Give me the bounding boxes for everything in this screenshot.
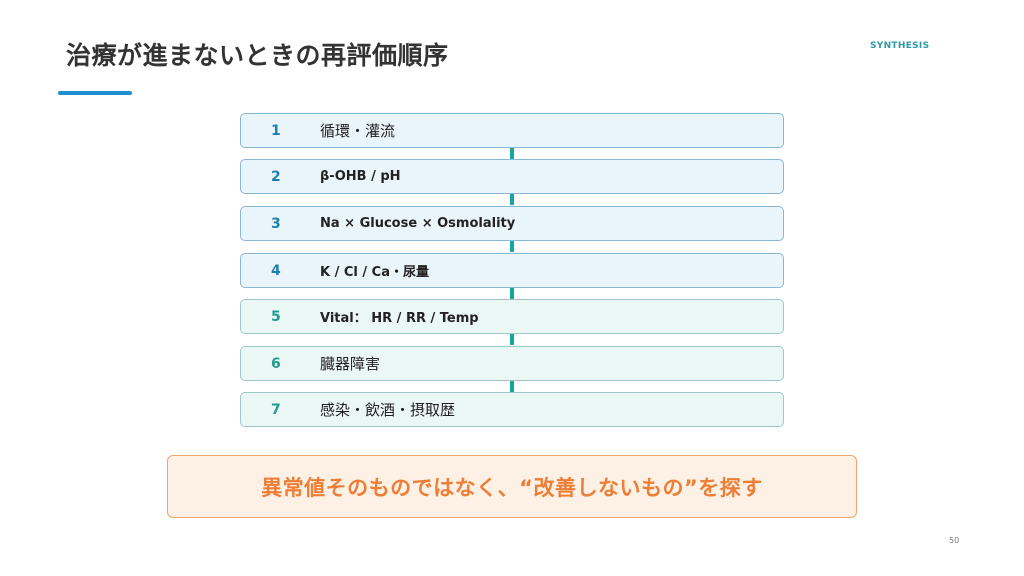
- page-title: 治療が進まないときの再評価順序: [66, 41, 449, 70]
- step-connector: [510, 288, 514, 299]
- step-label: Vital： HR / RR / Temp: [320, 311, 479, 326]
- step-connector: [510, 241, 514, 252]
- step-number: 5: [271, 308, 281, 325]
- step-number: 7: [271, 401, 281, 418]
- step-row-6: 6 臓器障害: [240, 346, 784, 381]
- step-connector: [510, 194, 514, 205]
- step-connector: [510, 148, 514, 159]
- step-label: 循環・灌流: [320, 122, 396, 140]
- step-label: K / Cl / Ca・尿量: [320, 265, 429, 280]
- step-number: 4: [271, 262, 281, 279]
- step-connector: [510, 381, 514, 392]
- key-insight-text: 異常値そのものではなく、“改善しないもの”を探す: [261, 475, 763, 500]
- page-number: 50: [949, 536, 960, 545]
- step-row-4: 4 K / Cl / Ca・尿量: [240, 253, 784, 288]
- step-number: 2: [271, 168, 281, 185]
- step-label: 臓器障害: [320, 355, 381, 373]
- step-connector: [510, 334, 514, 345]
- step-row-2: 2 β-OHB / pH: [240, 159, 784, 194]
- title-underline: [58, 91, 132, 95]
- section-tag: SYNTHESIS: [870, 41, 930, 51]
- step-label: Na × Glucose × Osmolality: [320, 216, 516, 231]
- step-row-7: 7 感染・飲酒・摂取歴: [240, 392, 784, 427]
- step-number: 6: [271, 355, 281, 372]
- step-row-5: 5 Vital： HR / RR / Temp: [240, 299, 784, 334]
- step-number: 1: [271, 122, 281, 139]
- key-insight-callout: 異常値そのものではなく、“改善しないもの”を探す: [167, 455, 857, 518]
- step-label: β-OHB / pH: [320, 169, 401, 184]
- step-row-3: 3 Na × Glucose × Osmolality: [240, 206, 784, 241]
- step-label: 感染・飲酒・摂取歴: [320, 401, 456, 419]
- step-number: 3: [271, 215, 281, 232]
- step-row-1: 1 循環・灌流: [240, 113, 784, 148]
